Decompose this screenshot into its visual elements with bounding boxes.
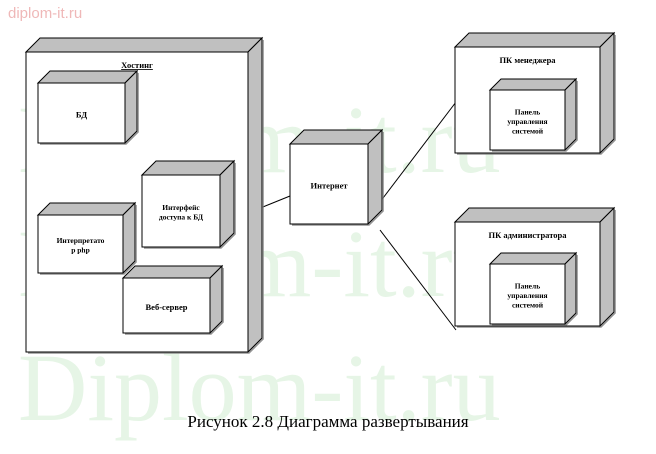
node-label: БД bbox=[76, 109, 87, 119]
node-shadow bbox=[492, 255, 578, 326]
node-top-face bbox=[140, 160, 236, 176]
node-shadow bbox=[40, 73, 139, 145]
node-side-face bbox=[599, 206, 615, 328]
node-front-face bbox=[289, 143, 369, 225]
node-side-face bbox=[564, 77, 577, 152]
node-top-face bbox=[453, 207, 616, 223]
node-top-face bbox=[488, 78, 578, 91]
node-webserver[interactable]: Веб-сервер bbox=[121, 264, 224, 335]
node-side-face bbox=[564, 251, 577, 326]
node-top-face bbox=[36, 202, 137, 216]
node-side-face bbox=[209, 264, 223, 335]
node-top-face bbox=[24, 37, 264, 53]
node-side-face bbox=[122, 201, 136, 275]
connection-internet-to-pc-admin bbox=[379, 229, 457, 331]
node-top-face bbox=[36, 70, 139, 84]
node-shadow bbox=[457, 35, 616, 155]
node-front-face bbox=[122, 277, 211, 334]
node-top-face bbox=[121, 265, 224, 279]
node-top-face bbox=[488, 252, 578, 265]
node-top-face bbox=[453, 32, 616, 48]
node-side-face bbox=[219, 159, 235, 249]
node-side-face bbox=[367, 128, 383, 226]
node-shadow bbox=[492, 81, 578, 152]
figure-caption: Рисунок 2.8 Диаграмма развертывания bbox=[187, 412, 469, 431]
node-label: Хостинг bbox=[121, 60, 153, 70]
node-shadow bbox=[40, 205, 137, 275]
node-internet[interactable]: Интернет bbox=[288, 128, 384, 226]
node-db[interactable]: БД bbox=[36, 69, 139, 145]
node-shadow bbox=[292, 132, 384, 226]
node-shadow bbox=[144, 163, 236, 249]
node-shadow bbox=[457, 210, 616, 328]
node-side-face bbox=[124, 69, 138, 145]
node-front-face bbox=[37, 214, 124, 274]
node-front-face bbox=[37, 82, 126, 144]
node-side-face bbox=[599, 31, 615, 155]
node-side-face bbox=[247, 36, 263, 354]
node-label: Веб-сервер bbox=[146, 302, 188, 312]
node-label: Интернет bbox=[310, 180, 348, 190]
node-front-face bbox=[489, 263, 566, 325]
node-label: ПК менеджера bbox=[499, 55, 556, 65]
connection-internet-to-pc-manager bbox=[379, 101, 457, 203]
node-top-face bbox=[288, 129, 384, 145]
node-front-face bbox=[489, 89, 566, 151]
node-label: ПК администратора bbox=[488, 230, 567, 240]
node-shadow bbox=[28, 40, 264, 354]
node-shadow bbox=[125, 268, 224, 335]
node-front-face bbox=[141, 174, 221, 248]
